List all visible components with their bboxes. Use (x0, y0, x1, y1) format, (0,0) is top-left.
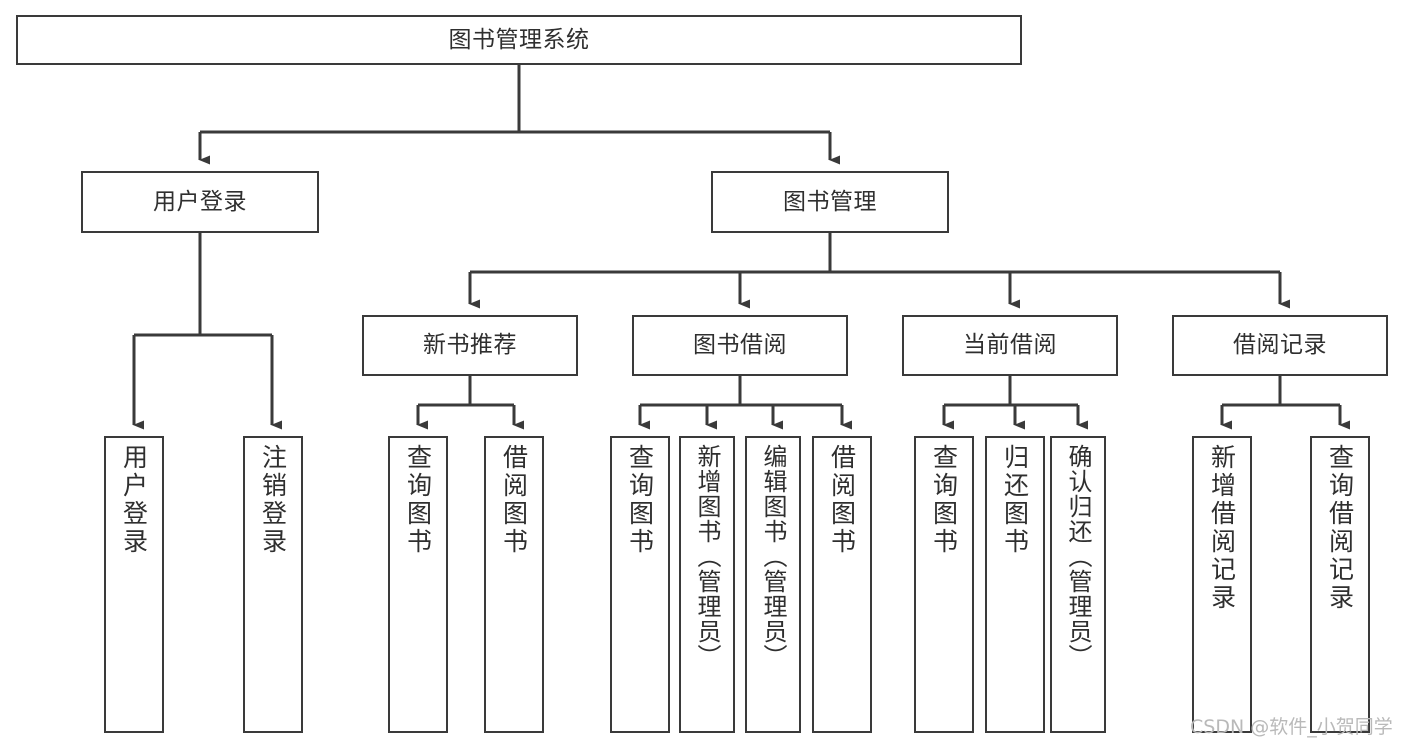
node-user-login[interactable]: 用户登录 (81, 171, 319, 233)
node-new-book-rec[interactable]: 新书推荐 (362, 315, 578, 376)
node-borrow-record-label: 借阅记录 (1233, 332, 1327, 358)
leaf-return-book-label: 归还图书 (1000, 444, 1030, 556)
node-book-borrow[interactable]: 图书借阅 (632, 315, 848, 376)
node-current-borrow[interactable]: 当前借阅 (902, 315, 1118, 376)
node-root[interactable]: 图书管理系统 (16, 15, 1022, 65)
leaf-logout-label: 注销登录 (258, 444, 288, 556)
node-current-borrow-label: 当前借阅 (963, 332, 1057, 358)
leaf-borrow-book-1-label: 借阅图书 (499, 444, 529, 556)
node-root-label: 图书管理系统 (448, 26, 590, 53)
leaf-user-login[interactable]: 用户登录 (104, 436, 164, 733)
leaf-borrow-book-1[interactable]: 借阅图书 (484, 436, 544, 733)
csdn-watermark: CSDN @软件_小贺同学 (1190, 716, 1393, 738)
leaf-add-record-label: 新增借阅记录 (1207, 444, 1237, 612)
leaf-add-book-label: 新增图书（管理员） (693, 444, 721, 669)
leaf-query-book-2[interactable]: 查询图书 (610, 436, 670, 733)
leaf-query-record[interactable]: 查询借阅记录 (1310, 436, 1370, 733)
leaf-edit-book-label: 编辑图书（管理员） (759, 444, 787, 669)
leaf-query-book-1[interactable]: 查询图书 (388, 436, 448, 733)
leaf-add-book[interactable]: 新增图书（管理员） (679, 436, 735, 733)
leaf-edit-book[interactable]: 编辑图书（管理员） (745, 436, 801, 733)
leaf-confirm-return-label: 确认归还（管理员） (1064, 444, 1092, 669)
leaf-user-login-label: 用户登录 (119, 444, 149, 556)
node-book-manage[interactable]: 图书管理 (711, 171, 949, 233)
leaf-query-book-1-label: 查询图书 (403, 444, 433, 556)
node-borrow-record[interactable]: 借阅记录 (1172, 315, 1388, 376)
leaf-confirm-return[interactable]: 确认归还（管理员） (1050, 436, 1106, 733)
node-user-login-label: 用户登录 (153, 188, 247, 215)
node-book-borrow-label: 图书借阅 (693, 332, 787, 358)
node-book-manage-label: 图书管理 (783, 188, 877, 215)
node-new-book-rec-label: 新书推荐 (423, 332, 517, 358)
leaf-borrow-book-2-label: 借阅图书 (827, 444, 857, 556)
leaf-add-record[interactable]: 新增借阅记录 (1192, 436, 1252, 733)
leaf-query-book-3-label: 查询图书 (929, 444, 959, 556)
leaf-query-record-label: 查询借阅记录 (1325, 444, 1355, 612)
leaf-return-book[interactable]: 归还图书 (985, 436, 1045, 733)
leaf-query-book-3[interactable]: 查询图书 (914, 436, 974, 733)
leaf-query-book-2-label: 查询图书 (625, 444, 655, 556)
leaf-logout[interactable]: 注销登录 (243, 436, 303, 733)
leaf-borrow-book-2[interactable]: 借阅图书 (812, 436, 872, 733)
